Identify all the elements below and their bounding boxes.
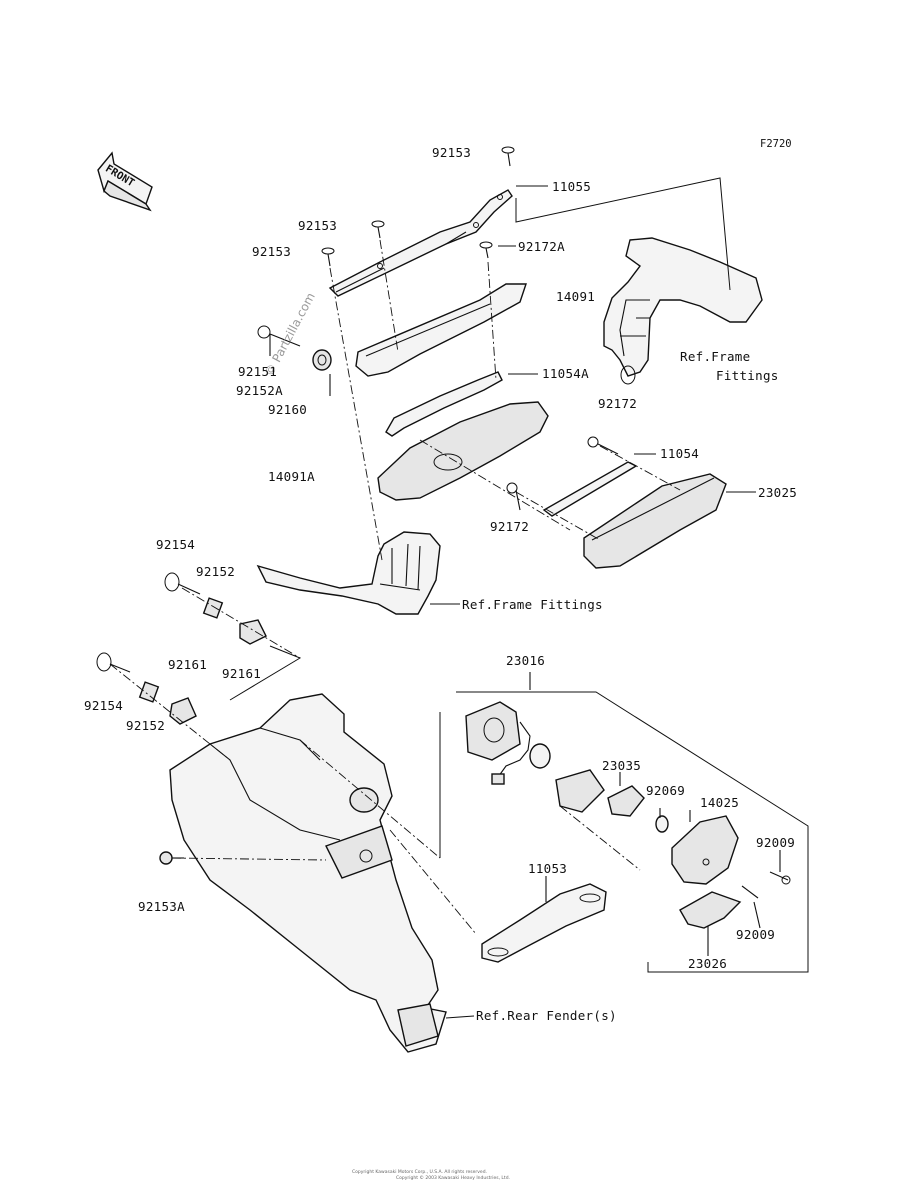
part-label-92161: 92161 xyxy=(168,657,208,672)
part-label-11054: 11054 xyxy=(660,446,700,461)
part-label-92153: 92153 xyxy=(298,218,338,233)
part-label-92009: 92009 xyxy=(736,927,776,942)
part-label-92152: 92152 xyxy=(196,564,236,579)
bracket-11054A xyxy=(385,371,503,437)
ref-frame-fittings-label: Ref.Frame Fittings xyxy=(462,597,603,612)
front-arrow-icon xyxy=(97,151,153,212)
part-label-92153: 92153 xyxy=(432,145,472,160)
lamp-socket-23016 xyxy=(465,701,605,813)
part-label-11055: 11055 xyxy=(552,179,592,194)
bolt-92172-icon xyxy=(506,436,619,511)
bracket-23026 xyxy=(679,891,742,929)
part-label-92161: 92161 xyxy=(222,666,262,681)
part-label-92172: 92172 xyxy=(490,519,530,534)
part-label-11053: 11053 xyxy=(528,861,568,876)
bracket-11054 xyxy=(542,461,638,517)
part-label-14091: 14091 xyxy=(556,289,596,304)
part-label-23026: 23026 xyxy=(688,956,728,971)
tail-cover-lower xyxy=(377,401,549,501)
assembly-outline-boxes xyxy=(229,177,809,973)
part-label-92172A: 92172A xyxy=(518,239,565,254)
ref-frame-label: Ref.Frame xyxy=(680,349,751,364)
screw-92153-icon xyxy=(321,146,515,267)
grab-rail-14091A xyxy=(256,531,441,615)
collar-92152-icon xyxy=(138,597,224,703)
part-label-92172: 92172 xyxy=(598,396,638,411)
footer-copyright-2: Copyright © 2003 Kawasaki Heavy Industri… xyxy=(396,1176,510,1181)
upper-cover xyxy=(355,283,527,377)
washer-92154-icon xyxy=(96,572,201,673)
part-label-92154: 92154 xyxy=(84,698,124,713)
bolt-92151-icon xyxy=(257,325,301,347)
leader-lines xyxy=(109,185,781,1019)
grommet-92160-icon xyxy=(312,349,332,371)
part-label-92152A: 92152A xyxy=(236,383,283,398)
rear-fender xyxy=(169,693,447,1053)
footer-copyright-1: Copyright Kawasaki Motors Corp., U.S.A. … xyxy=(352,1170,487,1175)
part-label-92069: 92069 xyxy=(646,783,686,798)
part-label-92151: 92151 xyxy=(238,364,278,379)
part-label-14025: 14025 xyxy=(700,795,740,810)
ref-fittings-label: Fittings xyxy=(716,368,779,383)
bracket-11055 xyxy=(328,189,513,297)
part-label-14091A: 14091A xyxy=(268,469,315,484)
bulb-92069-icon xyxy=(655,815,669,833)
grab-rail-14091 xyxy=(603,237,763,385)
part-label-92152: 92152 xyxy=(126,718,166,733)
part-label-92153: 92153 xyxy=(252,244,292,259)
reflector-23025 xyxy=(583,473,727,569)
part-label-92160: 92160 xyxy=(268,402,308,417)
clip-23035-icon xyxy=(607,785,645,817)
plate-bracket-11053 xyxy=(481,883,607,963)
part-label-92153A: 92153A xyxy=(138,899,185,914)
part-label-23025: 23025 xyxy=(758,485,798,500)
part-label-11054A: 11054A xyxy=(542,366,589,381)
part-label-92009: 92009 xyxy=(756,835,796,850)
lens-14025 xyxy=(671,815,739,885)
figure-code: F2720 xyxy=(760,138,792,150)
part-label-23016: 23016 xyxy=(506,653,546,668)
part-label-92154: 92154 xyxy=(156,537,196,552)
part-label-23035: 23035 xyxy=(602,758,642,773)
screw-92009-icon xyxy=(741,871,791,899)
ref-rear-fender-label: Ref.Rear Fender(s) xyxy=(476,1008,617,1023)
